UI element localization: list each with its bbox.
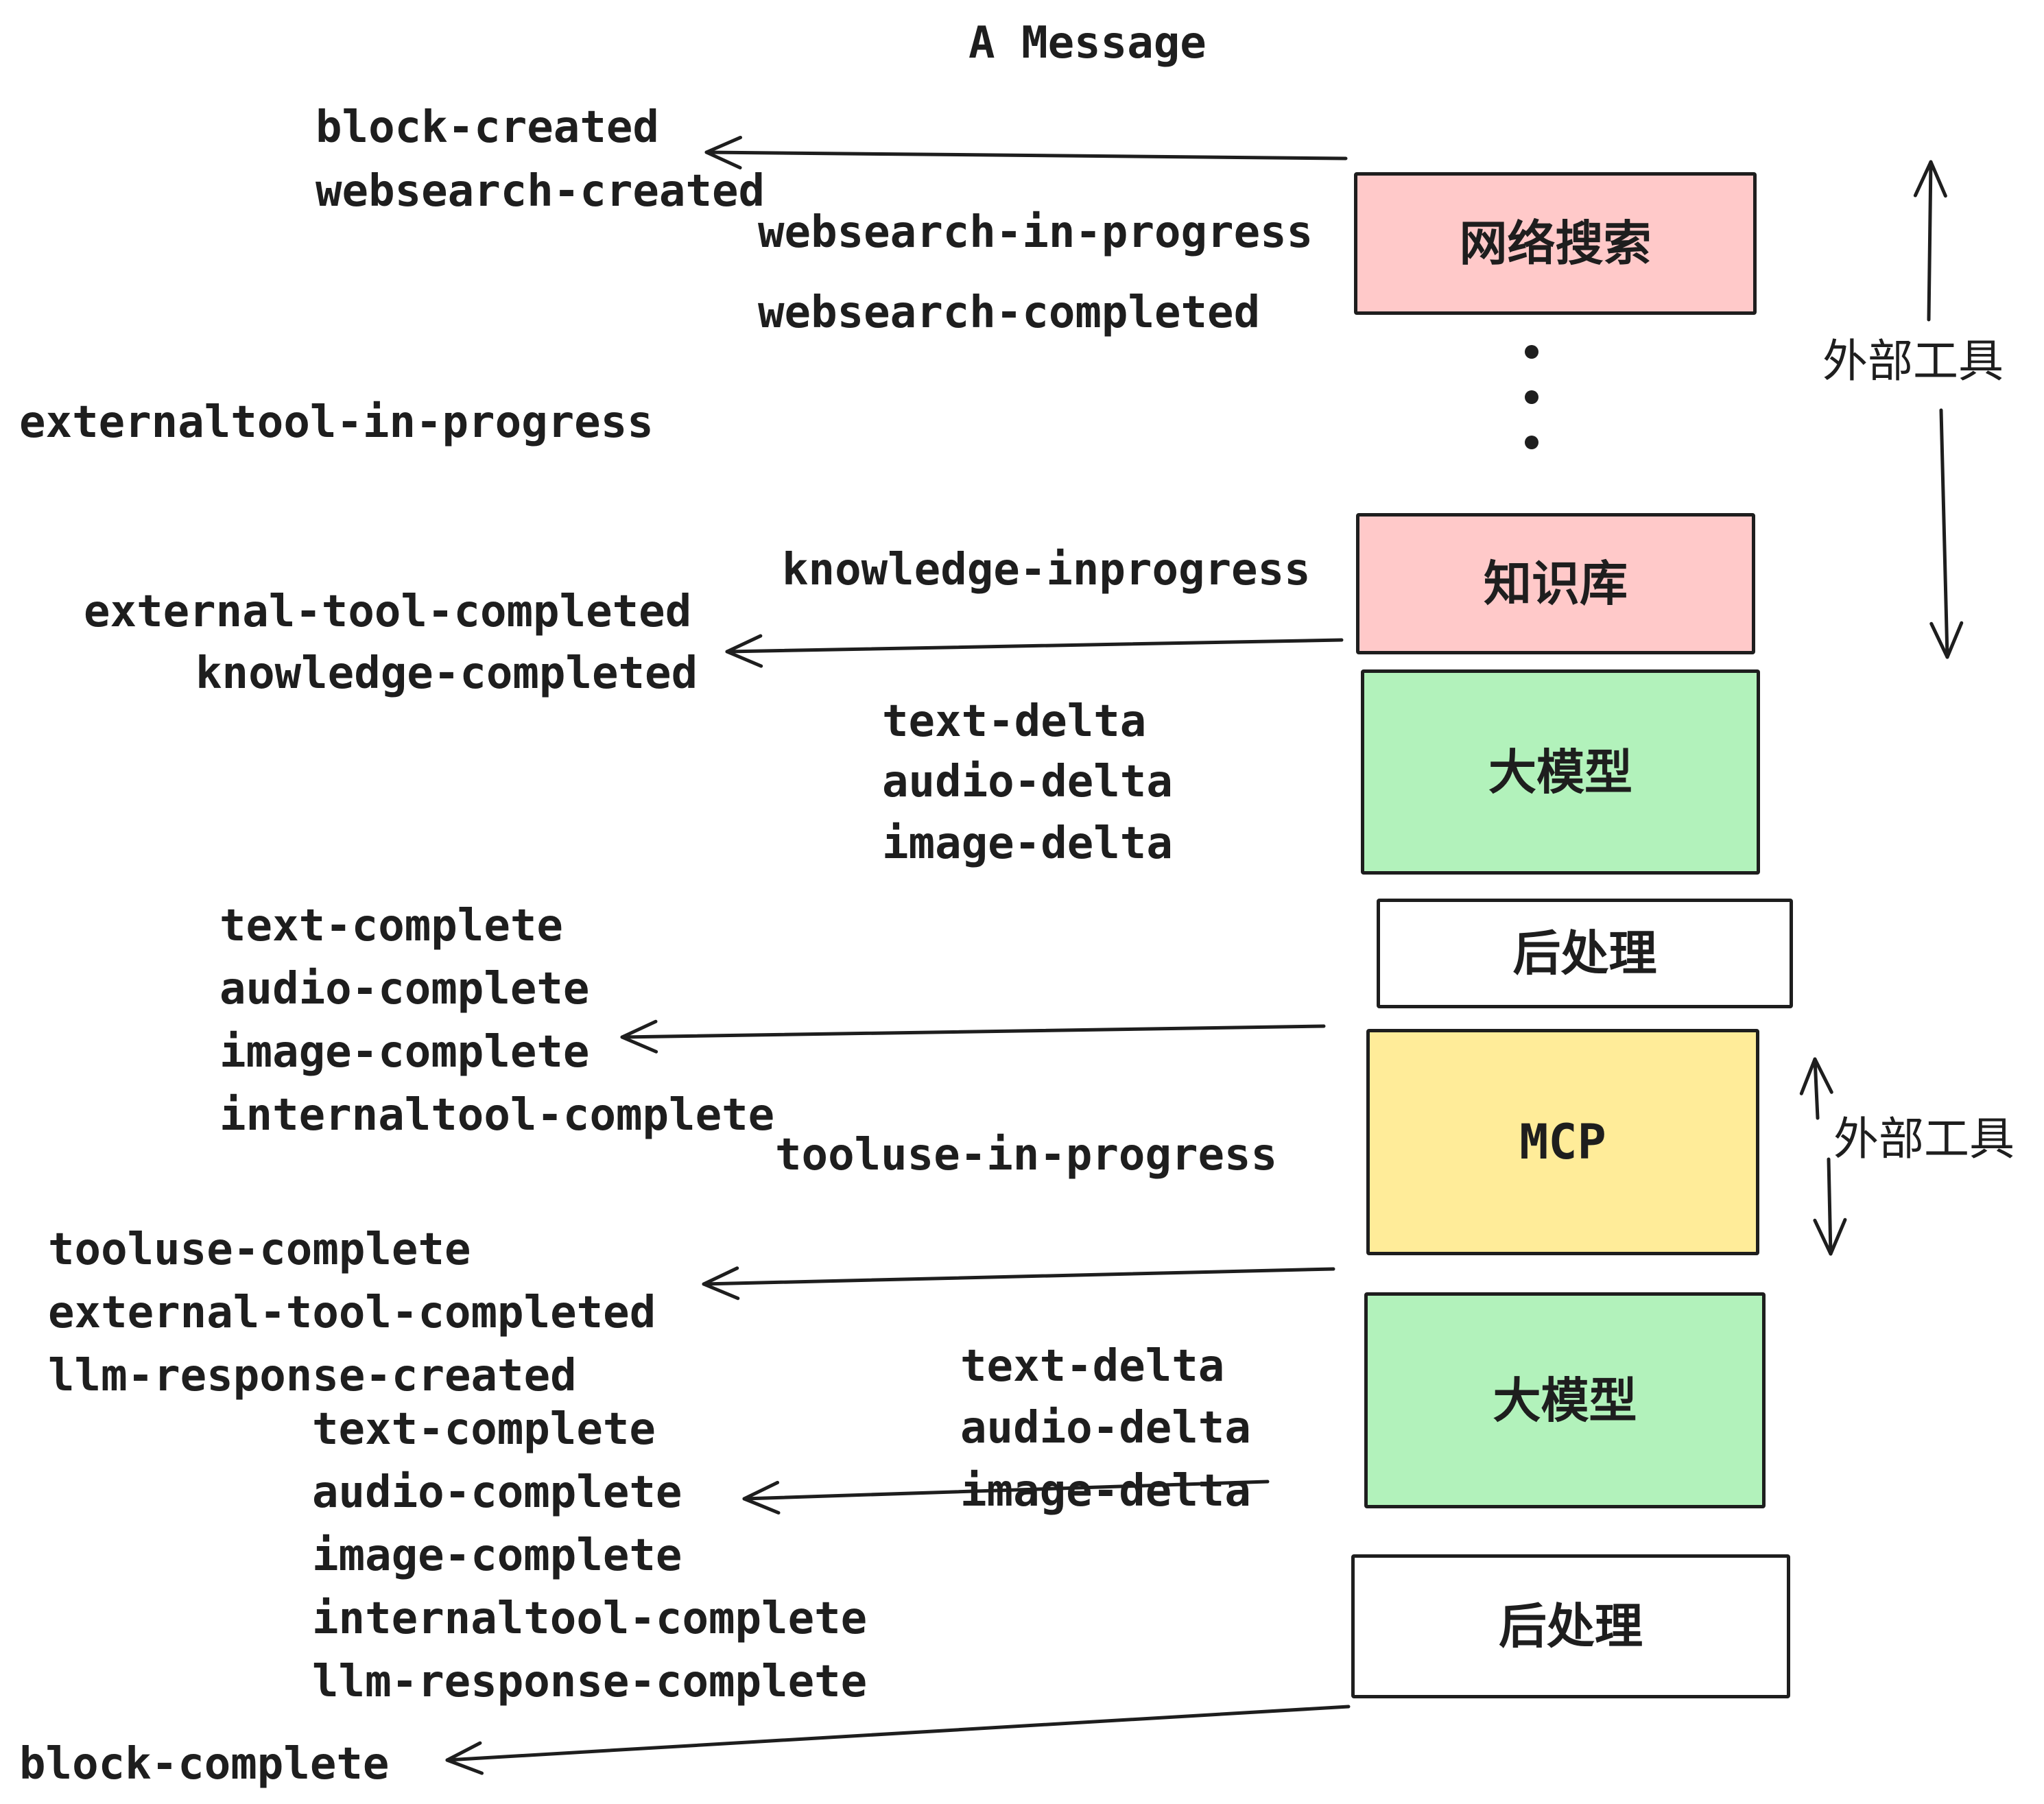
event-label: internaltool-complete [312, 1593, 868, 1644]
flow-box-label: MCP [1519, 1114, 1606, 1170]
event-label: knowledge-completed [195, 648, 698, 699]
event-label: knowledge-inprogress [782, 545, 1311, 595]
event-label: websearch-created [316, 166, 765, 217]
event-label: image-delta [960, 1466, 1251, 1517]
event-label: internaltool-complete [219, 1090, 775, 1141]
ellipsis-dot [1525, 345, 1538, 359]
flow-box-label: 网络搜索 [1459, 215, 1652, 272]
arrow [620, 1019, 1326, 1054]
ellipsis-dot [1525, 436, 1538, 449]
event-label: externaltool-in-progress [19, 397, 654, 448]
event-label: tooluse-in-progress [775, 1130, 1278, 1180]
event-label: image-complete [219, 1027, 590, 1078]
arrow [1799, 1057, 1833, 1120]
event-label: audio-complete [219, 964, 590, 1014]
postprocess-box-2: 后处理 [1351, 1554, 1790, 1698]
external-tools-label: 外部工具 [1833, 1113, 2015, 1165]
event-label: block-created [316, 102, 659, 153]
flow-box-label: 知识库 [1484, 556, 1628, 612]
arrow [1813, 1157, 1847, 1256]
ellipsis-dot [1525, 390, 1538, 404]
postprocess-box-1: 后处理 [1377, 899, 1793, 1008]
event-label: external-tool-completed [48, 1287, 656, 1338]
flow-box-label: 大模型 [1493, 1372, 1637, 1429]
arrow [1913, 160, 1947, 322]
event-label: audio-delta [882, 757, 1173, 807]
event-label: llm-response-complete [312, 1657, 868, 1707]
event-label: text-delta [882, 696, 1147, 747]
event-label: external-tool-completed [84, 586, 692, 637]
llm-box-2: 大模型 [1364, 1292, 1766, 1508]
flow-box-label: 大模型 [1488, 744, 1632, 800]
event-label: audio-complete [312, 1467, 682, 1518]
flow-box-label: 后处理 [1499, 1598, 1643, 1654]
arrow [1929, 408, 1964, 659]
flow-box-label: 后处理 [1512, 925, 1657, 982]
arrow [445, 1705, 1351, 1775]
event-label: websearch-completed [758, 287, 1261, 338]
event-label: websearch-in-progress [758, 207, 1314, 258]
llm-box-1: 大模型 [1361, 669, 1760, 875]
event-label: text-delta [960, 1341, 1225, 1392]
arrow [702, 1266, 1335, 1301]
event-label: audio-delta [960, 1403, 1251, 1453]
event-label: llm-response-created [48, 1351, 577, 1401]
external-tools-label: 外部工具 [1822, 335, 2004, 388]
arrow [742, 1480, 1270, 1515]
knowledge-box: 知识库 [1356, 513, 1755, 654]
event-label: text-complete [219, 901, 563, 951]
page-title: A Message [968, 18, 1207, 69]
event-label: image-delta [882, 818, 1173, 869]
arrow [725, 634, 1344, 668]
event-label: block-complete [19, 1739, 390, 1790]
arrow [704, 135, 1348, 169]
mcp-box: MCP [1366, 1029, 1759, 1255]
event-label: text-complete [312, 1404, 656, 1455]
event-label: image-complete [312, 1530, 682, 1581]
websearch-box: 网络搜索 [1354, 172, 1757, 315]
event-label: tooluse-complete [48, 1224, 471, 1275]
